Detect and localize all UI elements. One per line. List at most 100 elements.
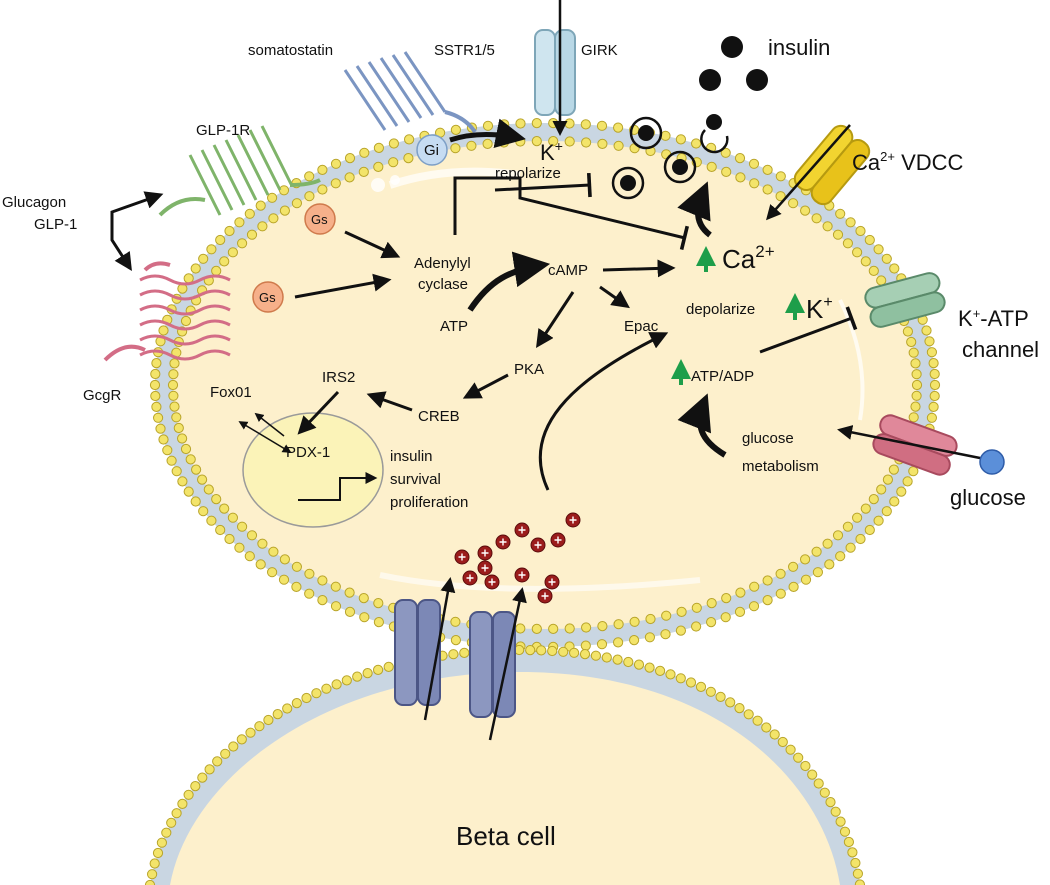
lipid-head	[224, 533, 235, 545]
lipid-head	[330, 158, 342, 169]
lipid-head	[150, 368, 161, 380]
lipid-head	[358, 593, 369, 604]
label-depolarize: depolarize	[686, 301, 755, 318]
lipid-head	[676, 606, 687, 618]
lipid-head	[748, 158, 760, 169]
lipid-head	[800, 574, 812, 585]
lipid-head	[359, 147, 370, 158]
label-target-survival: survival	[390, 471, 441, 488]
lipid-head	[161, 827, 172, 838]
lipid-head	[830, 806, 841, 817]
lipid-head	[234, 217, 245, 228]
lipid-head	[244, 551, 255, 562]
ca-vdcc-channel	[766, 124, 871, 221]
lipid-head	[450, 616, 461, 627]
lipid-head	[691, 602, 702, 613]
lipid-head	[257, 538, 268, 549]
lipid-head	[255, 559, 266, 570]
lipid-head	[734, 153, 746, 164]
lipid-head	[167, 379, 179, 391]
granule	[620, 175, 636, 191]
lipid-head	[197, 772, 208, 783]
lipid-head	[466, 140, 477, 151]
lipid-head	[811, 546, 822, 557]
glp1r-receptor	[158, 125, 321, 217]
label-creb: CREB	[418, 408, 460, 425]
insulin-secreted	[699, 69, 721, 91]
lipid-head	[855, 533, 866, 545]
lipid-head	[660, 629, 671, 640]
lipid-head	[197, 474, 208, 485]
lipid-head	[173, 422, 184, 434]
lipid-head	[850, 857, 861, 869]
lipid-head	[171, 808, 182, 819]
lipid-head	[860, 256, 871, 267]
lipid-head	[832, 530, 844, 541]
lipid-head	[191, 464, 202, 475]
lipid-head	[344, 153, 356, 164]
granule	[611, 166, 645, 200]
lipid-head	[868, 265, 879, 276]
lipid-head	[227, 247, 238, 258]
lipid-head	[404, 134, 415, 145]
lipid-head	[613, 140, 624, 151]
lipid-head	[198, 506, 209, 517]
lipid-head	[881, 253, 892, 264]
gs-protein-top	[304, 203, 336, 235]
lipid-head	[212, 756, 223, 767]
lipid-head	[373, 142, 384, 153]
lipid-head	[908, 412, 919, 423]
lipid-head	[267, 192, 278, 203]
lipid-head	[911, 379, 923, 391]
granule	[629, 116, 663, 150]
lipid-head	[180, 443, 192, 455]
gi-protein	[416, 134, 448, 166]
katp-channel	[864, 272, 946, 328]
lipid-head	[388, 157, 399, 168]
lipid-head	[558, 646, 569, 657]
label-glp1r: GLP-1R	[196, 122, 250, 139]
lipid-head	[902, 326, 914, 337]
lipid-head	[344, 172, 355, 183]
lipid-head	[304, 588, 315, 599]
gcgr-receptor	[103, 261, 231, 362]
insulin-secreted	[706, 114, 722, 130]
lipid-head	[291, 698, 302, 709]
label-pka: PKA	[514, 361, 544, 378]
lipid-head	[190, 781, 201, 792]
lipid-head	[926, 347, 938, 358]
lipid-head	[155, 423, 166, 434]
lipid-head	[268, 546, 279, 557]
lipid-head	[245, 727, 256, 738]
label-pdx1: PDX-1	[286, 444, 330, 461]
lipid-head	[921, 325, 932, 336]
lipid-head	[185, 454, 196, 465]
lipid-head	[847, 847, 858, 858]
label-repolarize: repolarize	[495, 165, 561, 182]
lipid-head	[219, 503, 230, 514]
lipid-head	[597, 138, 608, 149]
lipid-head	[888, 464, 900, 475]
lipid-head	[144, 879, 156, 885]
lipid-head	[499, 119, 510, 130]
lipid-head	[842, 521, 854, 532]
lipid-head	[873, 515, 884, 526]
lipid-head	[855, 225, 866, 237]
lipid-head	[236, 734, 247, 745]
lipid-head	[644, 632, 656, 643]
lipid-head	[373, 598, 384, 609]
lipid-head	[777, 736, 788, 748]
label-gs-bottom: Gs	[259, 290, 276, 305]
lipid-head	[211, 494, 222, 505]
lipid-head	[788, 581, 799, 593]
lipid-head	[373, 617, 384, 628]
lipid-head	[762, 184, 773, 195]
lipid-head	[788, 561, 799, 572]
lipid-head	[548, 118, 559, 129]
lipid-head	[734, 703, 745, 714]
lipid-head	[852, 512, 863, 523]
lipid-head	[691, 138, 702, 149]
lipid-head	[330, 601, 342, 612]
lipid-head	[234, 542, 245, 553]
lipid-head	[825, 797, 836, 808]
